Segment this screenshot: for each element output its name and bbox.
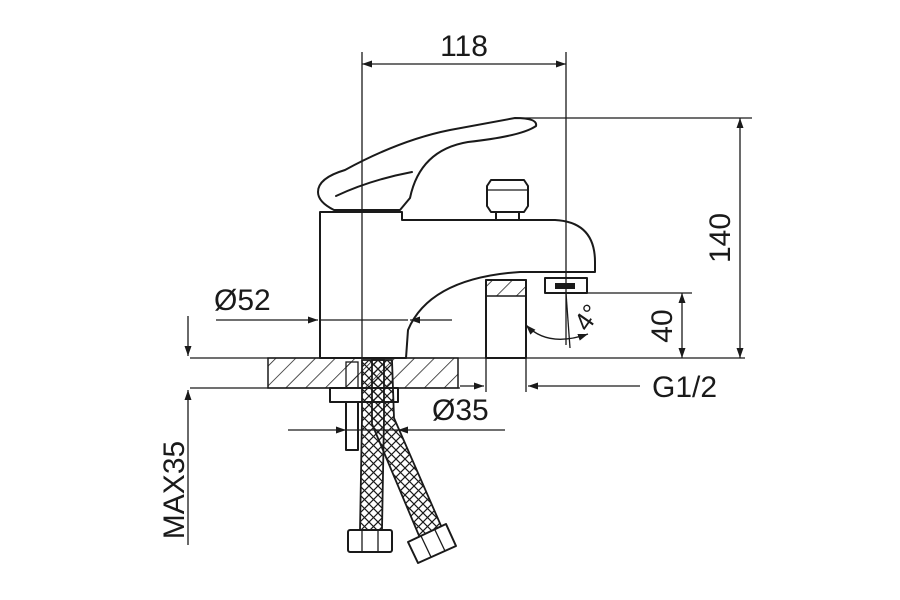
- drain-rod: [485, 279, 527, 392]
- dimension-spout-height: [587, 292, 692, 358]
- dimension-label-body-diameter: Ø52: [214, 284, 271, 317]
- dimension-label-height: 140: [704, 213, 737, 263]
- dimension-angle: [525, 292, 589, 349]
- supply-hoses: [347, 359, 457, 564]
- dimension-label-spout-height: 40: [646, 309, 679, 342]
- dimension-label-angle: 4°: [568, 299, 607, 337]
- diverter-knob: [486, 179, 529, 221]
- dimension-height: [515, 117, 752, 358]
- dimension-label-mount-diameter: Ø35: [432, 394, 489, 427]
- dimension-label-width: 118: [440, 30, 488, 63]
- dimension-label-thread: G1/2: [652, 371, 717, 404]
- dimension-label-max-thickness: MAX35: [158, 441, 191, 539]
- lever-handle: [317, 117, 538, 211]
